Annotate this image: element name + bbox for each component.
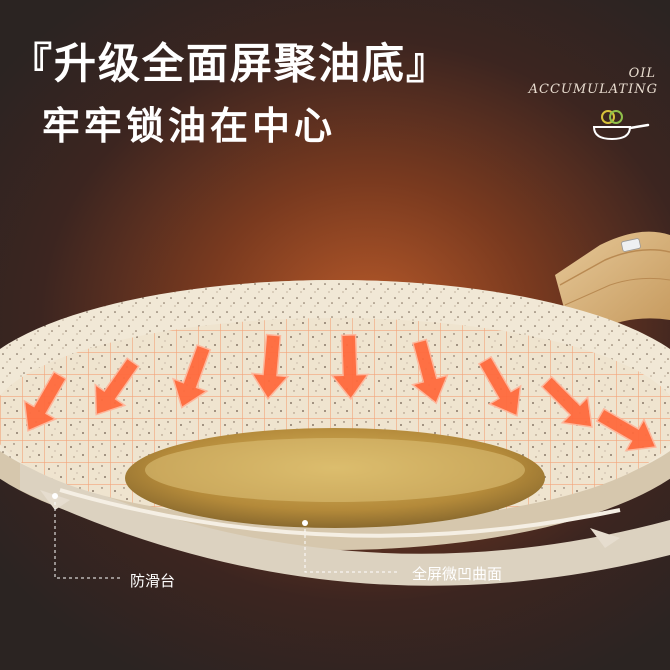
- badge-label-accumulating: ACCUMULATING: [528, 82, 658, 97]
- pan-with-oil-icon: [592, 110, 650, 141]
- headline-line-1: 『升级全面屏聚油底』: [10, 39, 451, 88]
- badge-label-oil: OIL: [628, 66, 656, 81]
- headline-line-2: 牢牢锁油在中心: [42, 104, 337, 148]
- callout-concave-surface: 全屏微凹曲面: [412, 565, 503, 583]
- callout-non-slip-base: 防滑台: [130, 572, 176, 590]
